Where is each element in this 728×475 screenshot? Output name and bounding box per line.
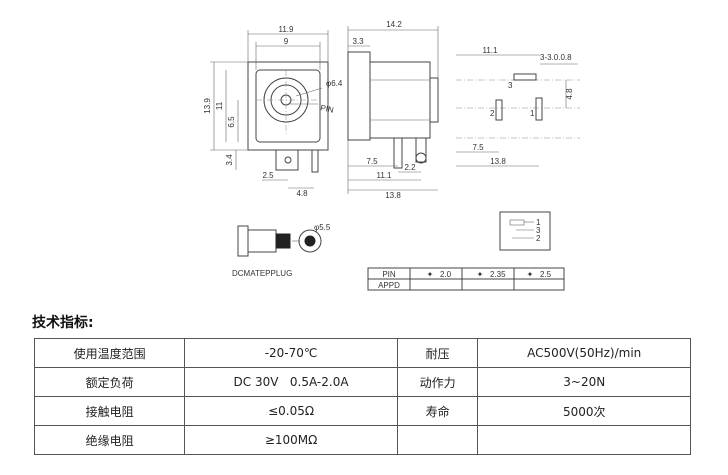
dim-side-total: 13.8: [385, 191, 401, 200]
dim-front-height: 13.9: [203, 98, 212, 114]
table-row: 使用温度范围 -20-70℃ 耐压 AC500V(50Hz)/min: [33, 338, 691, 368]
pin-table-value: 2.5: [540, 270, 552, 279]
spec-table: 使用温度范围 -20-70℃ 耐压 AC500V(50Hz)/min 额定负荷 …: [33, 338, 691, 455]
pin-table-row-pin: PIN: [382, 270, 396, 279]
pin-table-value: 2.35: [490, 270, 506, 279]
svg-text:✦: ✦: [477, 270, 484, 279]
pin-table-row-appd: APPD: [378, 281, 400, 290]
svg-text:✦: ✦: [427, 270, 434, 279]
fp-pin2-label: 2: [490, 109, 495, 118]
table-row: 接触电阻 ≤0.05Ω 寿命 5000次: [33, 396, 691, 426]
fp-pin3-label: 3: [508, 81, 513, 90]
dim-side-length: 14.2: [386, 20, 402, 29]
table-row: 额定负荷 DC 30V 0.5A-2.0A 动作力 3~20N: [33, 367, 691, 397]
spec-label: [396, 425, 479, 455]
pin-table-value: 2.0: [440, 270, 452, 279]
dim-center-height: 6.5: [227, 116, 236, 128]
dim-fp-pin2-offset: 7.5: [472, 143, 484, 152]
spec-label: 动作力: [396, 367, 479, 397]
spec-label: 接触电阻: [33, 396, 186, 426]
front-view: 11.9 9 13.9 11 6.5 3.4 2.5 4.8 φ6.4 PIN: [203, 25, 343, 198]
dim-side-pin2: 11.1: [377, 171, 393, 180]
spec-label: 寿命: [396, 396, 479, 426]
dim-side-pin1: 7.5: [366, 157, 378, 166]
spec-value: 3~20N: [477, 367, 691, 397]
pcb-footprint: 11.1 3-3.0.0.8 3 4.8 2 1 7.5 13.8: [456, 46, 580, 167]
spec-label: 绝缘电阻: [33, 425, 186, 455]
dim-hole-diameter: φ6.4: [326, 79, 343, 88]
table-row: 绝缘电阻 ≥100MΩ: [33, 425, 691, 455]
dim-side-gap: 2.2: [404, 163, 416, 172]
dim-fp-height: 4.8: [565, 88, 574, 100]
spec-value: [477, 425, 691, 455]
pin-label: PIN: [320, 103, 335, 115]
spec-value: DC 30V 0.5A-2.0A: [184, 367, 398, 397]
spec-heading: 技术指标:: [32, 315, 94, 331]
plug-label: DCMATEPPLUG: [232, 269, 292, 278]
dim-pin-spacing: 4.8: [296, 189, 308, 198]
spec-value: ≥100MΩ: [184, 425, 398, 455]
spec-value: AC500V(50Hz)/min: [477, 338, 691, 368]
spec-value: ≤0.05Ω: [184, 396, 398, 426]
spec-label: 耐压: [396, 338, 479, 368]
dim-flange: 3.3: [352, 37, 364, 46]
technical-drawing: 11.9 9 13.9 11 6.5 3.4 2.5 4.8 φ6.4 PIN: [203, 20, 580, 291]
spec-value: 5000次: [477, 396, 691, 426]
schematic-pin-3: 3: [536, 226, 541, 235]
plug-illustration: φ5.5 DCMATEPPLUG: [232, 223, 331, 278]
dim-front-inner-height: 11: [215, 101, 224, 110]
spec-label: 额定负荷: [33, 367, 186, 397]
schematic-pin-2: 2: [536, 234, 541, 243]
dim-plug-diameter: φ5.5: [314, 223, 331, 232]
dim-front-inner-width: 9: [284, 37, 289, 46]
dim-fp-slot: 3-3.0.0.8: [540, 53, 572, 62]
dim-fp-pin3-offset: 11.1: [483, 46, 499, 55]
schematic-pin-1: 1: [536, 218, 541, 227]
fp-pin1-label: 1: [530, 109, 535, 118]
spec-value: -20-70℃: [184, 338, 398, 368]
svg-text:✦: ✦: [527, 270, 534, 279]
side-view: 14.2 3.3 7.5 2.2 11.1 13.8: [347, 20, 439, 200]
pin-table: PIN APPD ✦ 2.0 ✦ 2.35 ✦ 2.5: [367, 267, 565, 291]
dim-pin-height: 3.4: [225, 154, 234, 166]
dim-front-width: 11.9: [279, 25, 295, 34]
spec-label: 使用温度范围: [33, 338, 186, 368]
dim-pin-offset: 2.5: [262, 171, 274, 180]
schematic: 1 3 2: [499, 211, 551, 251]
dim-fp-total: 13.8: [490, 157, 506, 166]
